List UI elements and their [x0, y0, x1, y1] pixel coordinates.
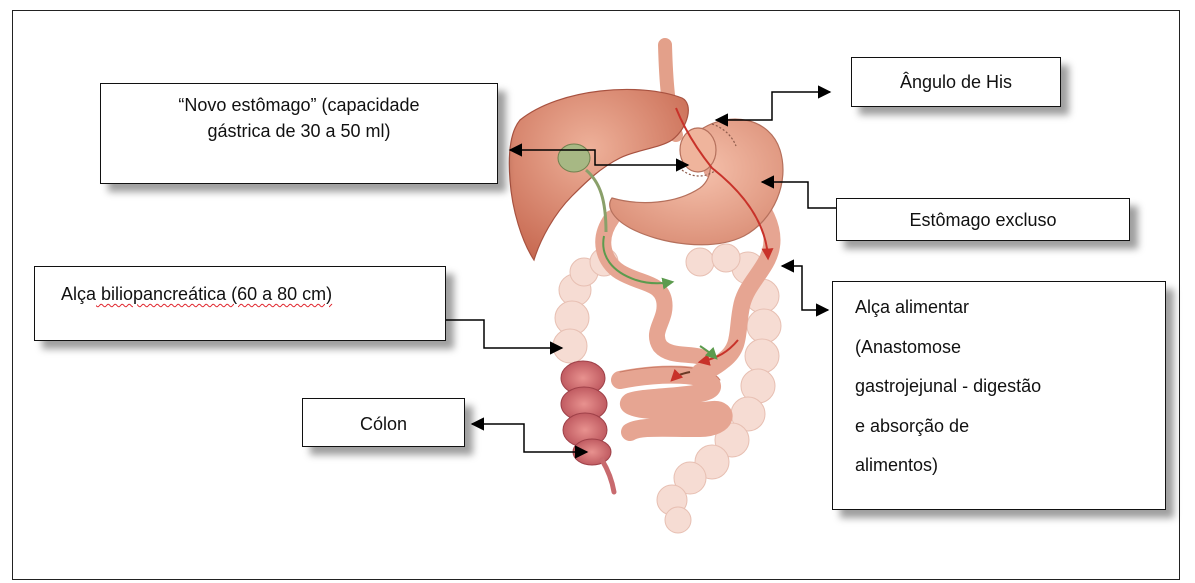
- biliopancreatica-word: biliopancreática (60 a 80 cm): [96, 284, 332, 304]
- label-angulo-his-text: Ângulo de His: [852, 69, 1060, 95]
- alca-word: Alça: [61, 284, 96, 304]
- label-novo-estomago: “Novo estômago” (capacidade gástrica de …: [100, 83, 498, 184]
- label-estomago-excluso-text: Estômago excluso: [837, 207, 1129, 233]
- label-colon: Cólon: [302, 398, 465, 447]
- arrow-angulo-his: [716, 92, 830, 120]
- small-intestine: [620, 375, 724, 432]
- label-alca-biliopancreatica-text: Alça biliopancreática (60 a 80 cm): [61, 281, 445, 307]
- label-estomago-excluso: Estômago excluso: [836, 198, 1130, 241]
- label-alca-alimentar: Alça alimentar (Anastomose gastrojejunal…: [832, 281, 1166, 510]
- label-colon-text: Cólon: [303, 411, 464, 437]
- label-novo-estomago-text: “Novo estômago” (capacidade gástrica de …: [101, 92, 497, 144]
- label-alca-biliopancreatica: Alça biliopancreática (60 a 80 cm): [34, 266, 446, 341]
- label-angulo-his: Ângulo de His: [851, 57, 1061, 107]
- arrow-alca-alimentar: [782, 266, 828, 310]
- gallbladder: [558, 144, 590, 172]
- colon: [561, 361, 614, 492]
- label-alca-alimentar-text: Alça alimentar (Anastomose gastrojejunal…: [855, 288, 1165, 486]
